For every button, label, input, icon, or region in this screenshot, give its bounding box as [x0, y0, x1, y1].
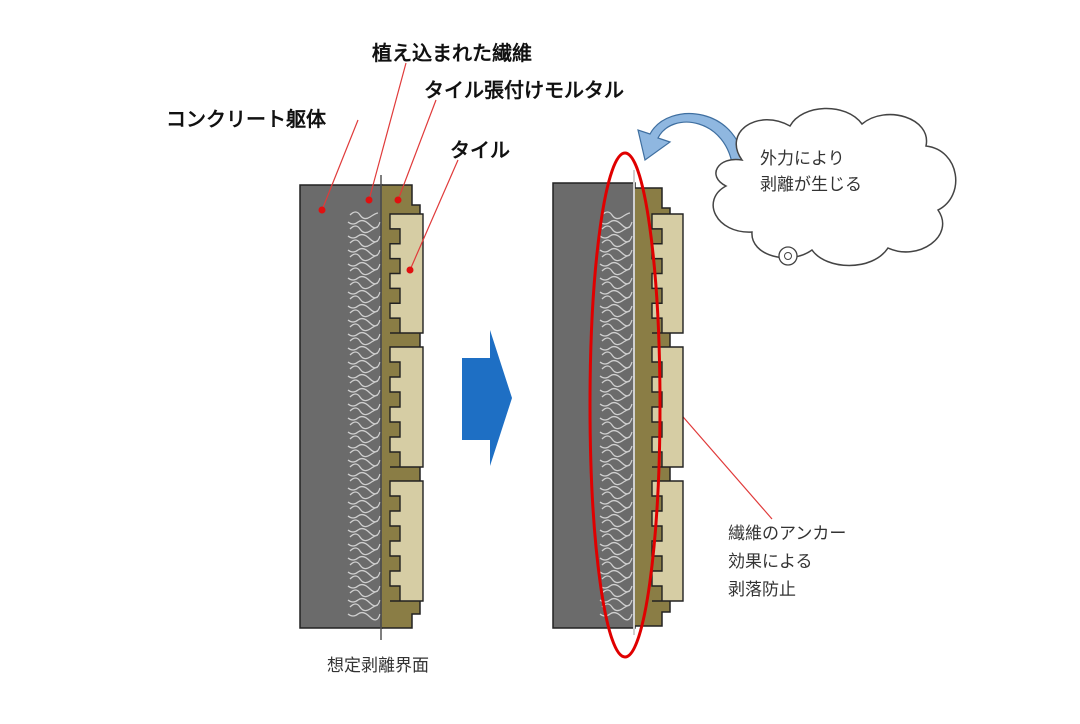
leader-mortar — [397, 99, 437, 201]
dot-concrete — [318, 206, 326, 214]
left-fiber-29 — [347, 603, 381, 621]
leader-concrete — [321, 119, 359, 211]
right-assembly — [552, 151, 684, 659]
label-tile: タイル — [450, 138, 510, 162]
left-assembly — [299, 175, 424, 640]
effect-text-line1: 繊維のアンカー — [728, 524, 847, 544]
label-embedded-fiber: 植え込まれた繊維 — [372, 41, 532, 65]
left-tile-3 — [389, 480, 424, 602]
curved-arrow-icon — [637, 113, 746, 171]
cloud-bubble-tiny — [784, 252, 792, 260]
right-tile-1 — [651, 213, 684, 334]
effect-text: 繊維のアンカー 効果による 剥落防止 — [728, 520, 846, 604]
leader-dots — [318, 196, 414, 274]
transition-arrow — [462, 330, 512, 466]
label-concrete-body: コンクリート躯体 — [166, 107, 326, 131]
left-tile-1 — [389, 213, 424, 334]
cloud-text-line2: 剥離が生じる — [760, 175, 862, 195]
effect-text-line2: 効果による — [728, 552, 813, 572]
dot-mortar — [394, 196, 402, 204]
thought-cloud — [712, 107, 957, 267]
left-tile-2 — [389, 346, 424, 468]
cloud-shape — [712, 107, 957, 267]
dot-tile — [406, 266, 414, 274]
effect-text-line3: 剥落防止 — [728, 580, 796, 600]
label-assumed-interface: 想定剥離界面 — [327, 656, 429, 676]
right-fibers — [599, 211, 633, 621]
highlight-ellipse — [588, 151, 662, 659]
left-fibers — [347, 211, 381, 621]
leader-tile — [409, 159, 459, 271]
cloud-text-line1: 外力により — [760, 149, 845, 169]
label-tile-mortar: タイル張付けモルタル — [424, 78, 624, 102]
leader-fiber — [368, 62, 407, 201]
dot-fiber — [365, 196, 373, 204]
right-tile-3 — [651, 480, 684, 602]
cloud-text: 外力により 剥離が生じる — [760, 146, 862, 198]
left-tiles — [389, 213, 424, 602]
